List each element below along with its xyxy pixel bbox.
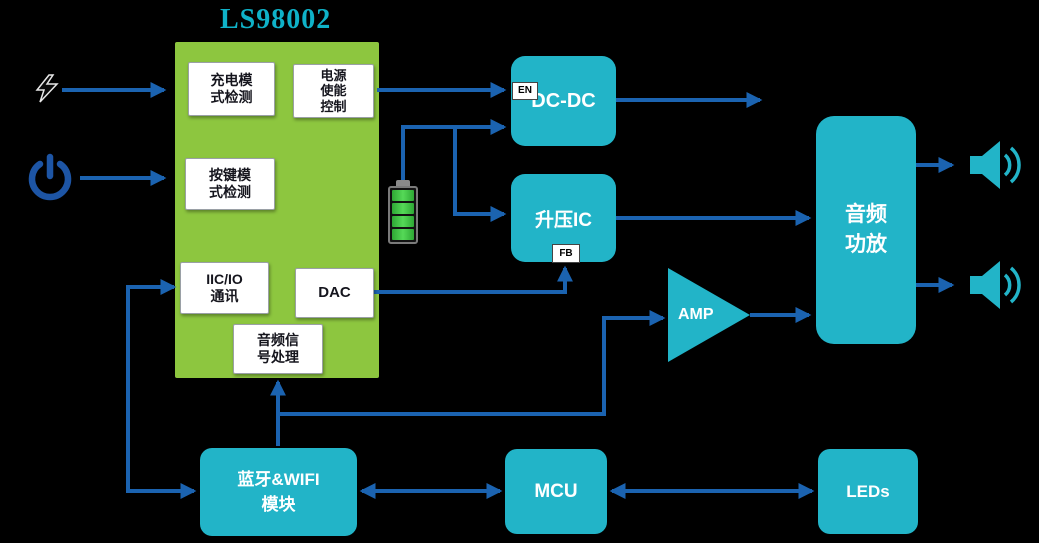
chip-sub-block-dac: DAC (295, 268, 374, 318)
lightning-icon (34, 74, 60, 109)
key-detect-label: 按键模 式检测 (209, 167, 251, 200)
boost-ic-label: 升压IC (534, 209, 592, 231)
amp-label: AMP (678, 306, 714, 323)
dcdc-label: DC-DC (531, 89, 596, 112)
battery-icon (388, 180, 418, 244)
speaker-icon (962, 256, 1024, 319)
speaker-icon (962, 136, 1024, 199)
chip-sub-block-audio-signal: 音频信 号处理 (233, 324, 323, 374)
pin-fb-label: FB (559, 247, 573, 259)
chip-sub-block-charge-detect: 充电模 式检测 (188, 62, 275, 116)
battery-body (388, 186, 418, 244)
chip-sub-block-power-enable: 电源 使能 控制 (293, 64, 374, 118)
block-leds: LEDs (818, 449, 918, 534)
mcu-label: MCU (534, 480, 578, 502)
pin-en-label: EN (518, 85, 532, 96)
pin-en: EN (512, 82, 538, 100)
power-enable-label: 电源 使能 控制 (320, 67, 347, 114)
audio-amplifier-label: 音频 功放 (845, 202, 887, 256)
battery-bar (392, 203, 414, 214)
dac-label: DAC (318, 284, 351, 301)
bt-wifi-label: 蓝牙&WIFI 模块 (237, 469, 320, 515)
block-bt-wifi-module: 蓝牙&WIFI 模块 (200, 448, 357, 536)
iic-io-label: IIC/IO 通讯 (206, 271, 243, 304)
audio-signal-label: 音频信 号处理 (257, 332, 299, 365)
leds-label: LEDs (846, 481, 890, 501)
amp-triangle: AMP (668, 268, 750, 362)
battery-bar (392, 216, 414, 227)
chip-title: LS98002 (220, 4, 332, 35)
pin-fb: FB (552, 244, 580, 263)
battery-cap (396, 180, 410, 186)
block-audio-amplifier: 音频 功放 (816, 116, 916, 344)
chip-sub-block-key-detect: 按键模 式检测 (185, 158, 275, 210)
power-button-icon (26, 152, 74, 209)
battery-bar (392, 190, 414, 201)
chip-sub-block-iic-io: IIC/IO 通讯 (180, 262, 269, 314)
block-dcdc: DC-DC (511, 56, 616, 146)
battery-bar (392, 229, 414, 240)
charge-detect-label: 充电模 式检测 (210, 72, 253, 105)
block-mcu: MCU (505, 449, 607, 534)
